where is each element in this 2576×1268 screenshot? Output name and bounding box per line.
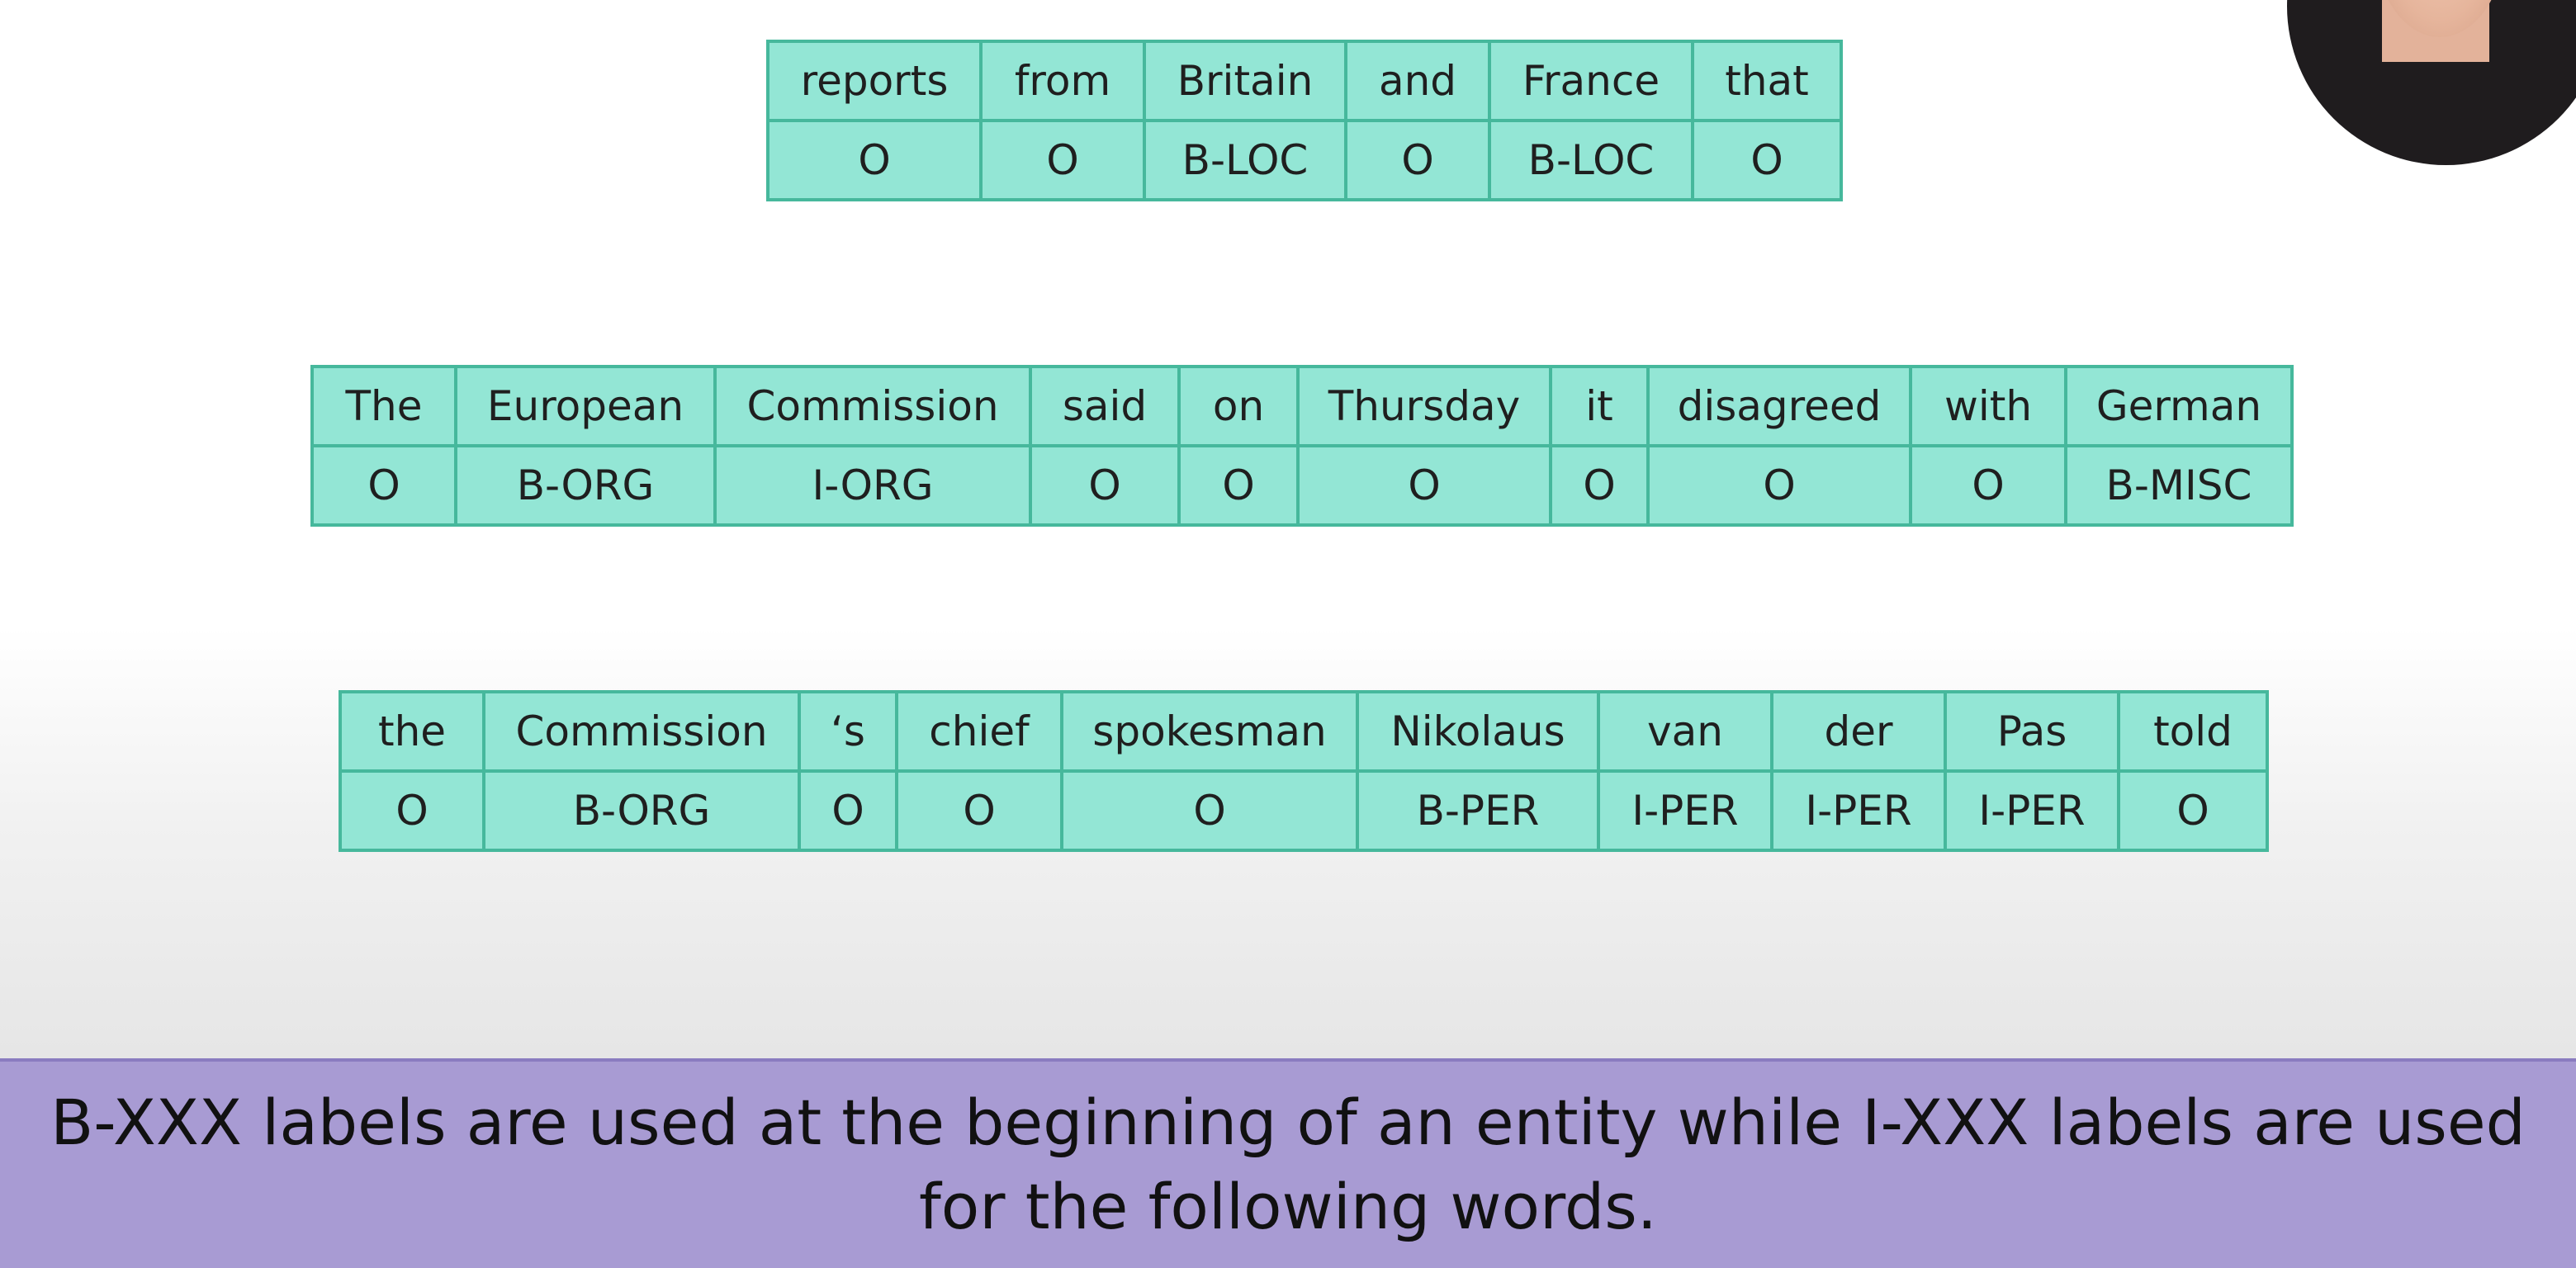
label-cell: I-PER: [1770, 769, 1947, 852]
label-cell: O: [2117, 769, 2269, 852]
label-cell: B-LOC: [1143, 119, 1347, 201]
label-cell: O: [1691, 119, 1843, 201]
label-cell: O: [895, 769, 1063, 852]
label-cell: B-MISC: [2064, 444, 2294, 527]
label-cell: O: [1029, 444, 1181, 527]
label-cell: O: [798, 769, 898, 852]
ner-table-2: The European Commission said on Thursday…: [310, 365, 2294, 527]
label-cell: I-PER: [1597, 769, 1773, 852]
label-row: O B-ORG I-ORG O O O O O O B-MISC: [310, 444, 2294, 527]
label-cell: O: [310, 444, 457, 527]
token-cell: Commission: [482, 690, 801, 773]
token-cell: German: [2064, 365, 2294, 447]
ner-table-1: reports from Britain and France that O O…: [766, 40, 1843, 201]
label-cell: O: [339, 769, 485, 852]
label-cell: O: [1646, 444, 1912, 527]
token-cell: The: [310, 365, 457, 447]
token-cell: reports: [766, 40, 983, 122]
token-cell: told: [2117, 690, 2269, 773]
label-cell: O: [1060, 769, 1359, 852]
label-row: O B-ORG O O O B-PER I-PER I-PER I-PER O: [339, 769, 2269, 852]
label-cell: I-ORG: [713, 444, 1032, 527]
token-cell: Nikolaus: [1356, 690, 1600, 773]
label-cell: O: [1344, 119, 1491, 201]
token-cell: that: [1691, 40, 1843, 122]
token-row: reports from Britain and France that: [766, 40, 1843, 122]
label-cell: O: [1177, 444, 1300, 527]
token-cell: spokesman: [1060, 690, 1359, 773]
token-row: The European Commission said on Thursday…: [310, 365, 2294, 447]
token-cell: Thursday: [1296, 365, 1552, 447]
token-row: the Commission ‘s chief spokesman Nikola…: [339, 690, 2269, 773]
label-cell: O: [979, 119, 1146, 201]
label-cell: B-PER: [1356, 769, 1600, 852]
token-cell: van: [1597, 690, 1773, 773]
presenter-webcam: [2279, 0, 2576, 165]
token-cell: said: [1029, 365, 1181, 447]
ner-table-3: the Commission ‘s chief spokesman Nikola…: [339, 690, 2269, 852]
token-cell: the: [339, 690, 485, 773]
token-cell: der: [1770, 690, 1947, 773]
token-cell: on: [1177, 365, 1300, 447]
label-row: O O B-LOC O B-LOC O: [766, 119, 1843, 201]
token-cell: ‘s: [798, 690, 898, 773]
label-cell: B-ORG: [454, 444, 717, 527]
token-cell: chief: [895, 690, 1063, 773]
token-cell: it: [1549, 365, 1650, 447]
label-cell: B-LOC: [1488, 119, 1694, 201]
subtitle-text: B-XXX labels are used at the beginning o…: [50, 1086, 2526, 1243]
token-cell: France: [1488, 40, 1694, 122]
token-cell: disagreed: [1646, 365, 1912, 447]
token-cell: with: [1909, 365, 2067, 447]
token-cell: European: [454, 365, 717, 447]
token-cell: from: [979, 40, 1146, 122]
label-cell: O: [1296, 444, 1552, 527]
subtitle-bar: B-XXX labels are used at the beginning o…: [0, 1058, 2576, 1268]
label-cell: O: [1549, 444, 1650, 527]
presenter-frame: [2287, 0, 2576, 165]
token-cell: Pas: [1944, 690, 2120, 773]
label-cell: B-ORG: [482, 769, 801, 852]
token-cell: Britain: [1143, 40, 1347, 122]
label-cell: O: [766, 119, 983, 201]
label-cell: O: [1909, 444, 2067, 527]
token-cell: and: [1344, 40, 1491, 122]
token-cell: Commission: [713, 365, 1032, 447]
label-cell: I-PER: [1944, 769, 2120, 852]
